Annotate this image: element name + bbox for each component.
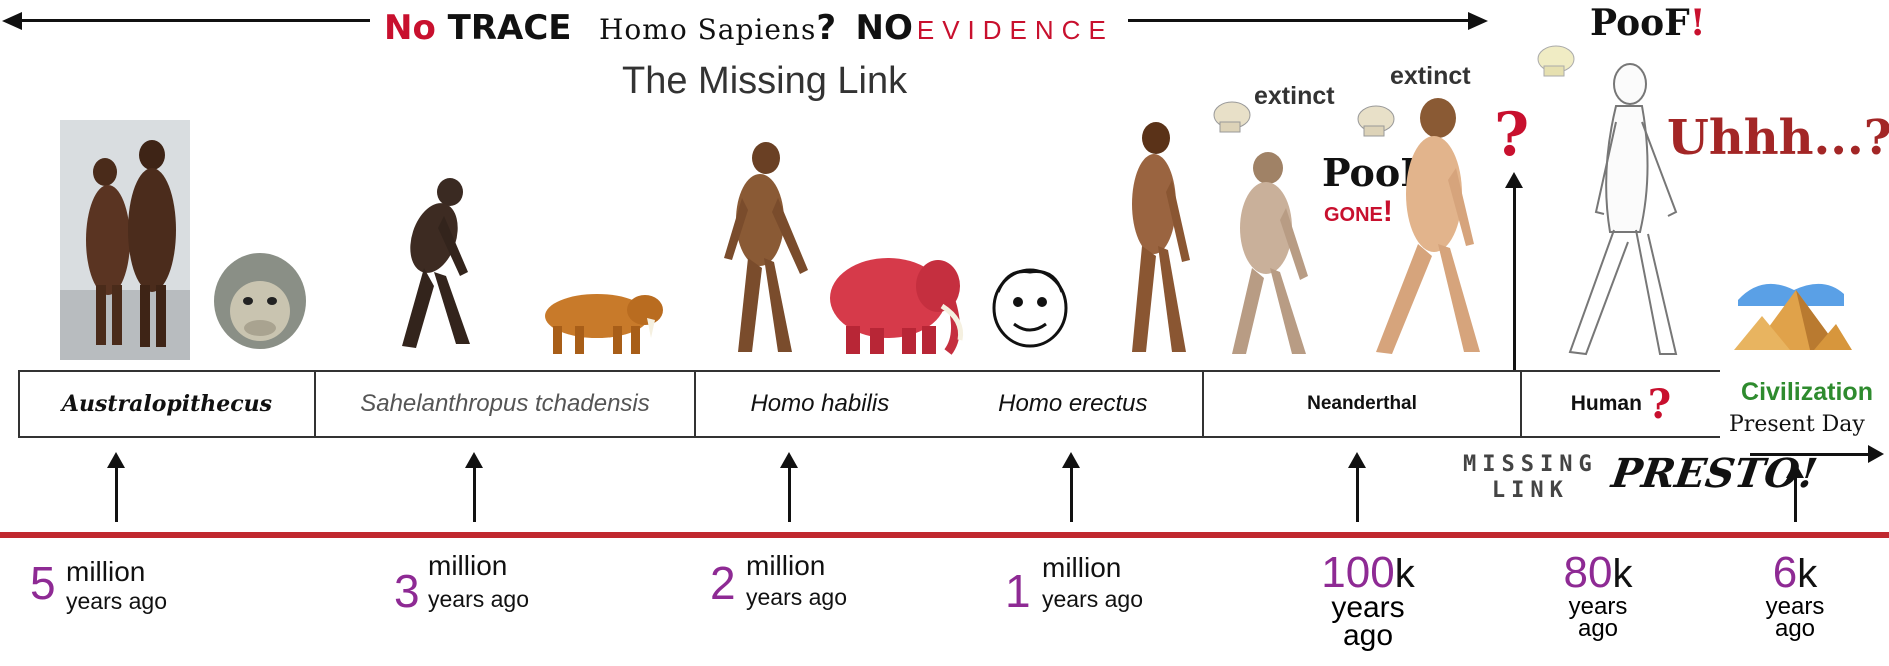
banner-question: ?	[816, 8, 836, 48]
uhhh-label: Uhhh...?	[1667, 110, 1889, 166]
label-sahelanthropus-text: Sahelanthropus tchadensis	[360, 390, 650, 418]
time-6k-ago: ago	[1750, 618, 1840, 640]
sahelanthropus-figure	[372, 176, 482, 356]
timeline-red-line	[0, 532, 1889, 538]
archaic-human-figure	[1352, 96, 1502, 358]
label-neanderthal: Neanderthal	[1202, 370, 1522, 438]
extinct-label-1: extinct	[1254, 82, 1335, 111]
label-sahelanthropus: Sahelanthropus tchadensis	[314, 370, 696, 438]
no-evidence-no: NO	[856, 8, 913, 48]
mammoth-image	[826, 248, 966, 358]
label-homo-erectus-text: Homo erectus	[998, 390, 1147, 418]
extinct-label-2: extinct	[1390, 62, 1471, 91]
timeline-arrow	[473, 466, 476, 522]
label-australopithecus: Australopithecus	[18, 370, 316, 438]
chimpanzee-head-image	[210, 246, 310, 356]
no-trace-label: No TRACE	[384, 8, 572, 48]
time-100k-number: 100	[1321, 548, 1394, 597]
time-5-ago: years ago	[66, 588, 167, 615]
poof-top-word: PooF	[1590, 2, 1690, 44]
label-australopithecus-text: Australopithecus	[62, 391, 272, 417]
homo-erectus-figure	[1106, 120, 1202, 358]
label-neanderthal-text: Neanderthal	[1307, 393, 1417, 415]
timeline-arrow	[1794, 476, 1797, 522]
time-1-unit: million	[1042, 554, 1121, 582]
poof-top: PooF!	[1590, 2, 1706, 44]
human-sketch-figure	[1530, 62, 1700, 362]
time-6k-unit: k	[1797, 552, 1817, 596]
timeline-arrow	[1356, 466, 1359, 522]
time-3-ago: years ago	[428, 586, 529, 613]
time-80k-ago: ago	[1548, 618, 1648, 640]
neanderthal-figure	[1210, 150, 1320, 358]
no-trace-trace: TRACE	[448, 8, 572, 48]
saber-tooth-cat-image	[535, 282, 670, 358]
no-evidence-evidence: EVIDENCE	[917, 15, 1114, 45]
no-trace-no: No	[384, 8, 436, 48]
time-5-number: 5	[30, 556, 56, 610]
pyramids-image	[1732, 270, 1852, 352]
time-80k-number: 80	[1564, 548, 1613, 597]
time-2-number: 2	[710, 556, 736, 610]
label-homo-habilis-text: Homo habilis	[750, 390, 889, 418]
cartoon-caveman-icon	[988, 262, 1072, 352]
time-100k-unit: k	[1395, 552, 1415, 596]
time-100k-ago: ago	[1308, 622, 1428, 650]
homo-sapiens-label: Homo Sapiens	[599, 13, 816, 46]
arrow-head-right-icon	[1466, 10, 1490, 32]
label-human: Human ?	[1520, 370, 1720, 438]
timeline-arrow	[1070, 466, 1073, 522]
time-80k: 80k years ago	[1548, 548, 1648, 640]
australopithecus-image	[60, 120, 190, 360]
time-5-unit: million	[66, 558, 145, 586]
label-civilization: Civilization	[1722, 378, 1889, 407]
time-100k: 100k years ago	[1308, 548, 1428, 650]
timeline-arrow	[788, 466, 791, 522]
missing-link-line1: MISSING	[1463, 452, 1598, 478]
time-2-unit: million	[746, 552, 825, 580]
homo-habilis-figure	[708, 140, 818, 358]
present-day-arrow	[1750, 453, 1870, 456]
label-homo-habilis-erectus: Homo habilis Homo erectus	[694, 370, 1204, 438]
missing-link-line2: LINK	[1463, 478, 1598, 504]
time-3-number: 3	[394, 564, 420, 618]
timeline-arrow	[115, 466, 118, 522]
time-80k-unit: k	[1612, 552, 1632, 596]
time-2-ago: years ago	[746, 584, 847, 611]
time-6k-number: 6	[1773, 548, 1797, 597]
missing-link-title: The Missing Link	[622, 60, 907, 103]
label-present-day: Present Day	[1729, 412, 1865, 437]
time-6k: 6k years ago	[1750, 548, 1840, 640]
time-100k-years: years	[1308, 594, 1428, 622]
time-3-unit: million	[428, 552, 507, 580]
poof-top-bang: !	[1690, 2, 1706, 44]
label-human-question: ?	[1648, 381, 1671, 428]
skull-icon	[1212, 100, 1252, 134]
top-arrow-right	[1128, 19, 1468, 22]
label-human-text: Human	[1571, 392, 1642, 416]
time-1-number: 1	[1005, 564, 1031, 618]
arrow-head-left-icon	[0, 10, 24, 32]
time-1-ago: years ago	[1042, 586, 1143, 613]
top-arrow-left	[14, 19, 370, 22]
